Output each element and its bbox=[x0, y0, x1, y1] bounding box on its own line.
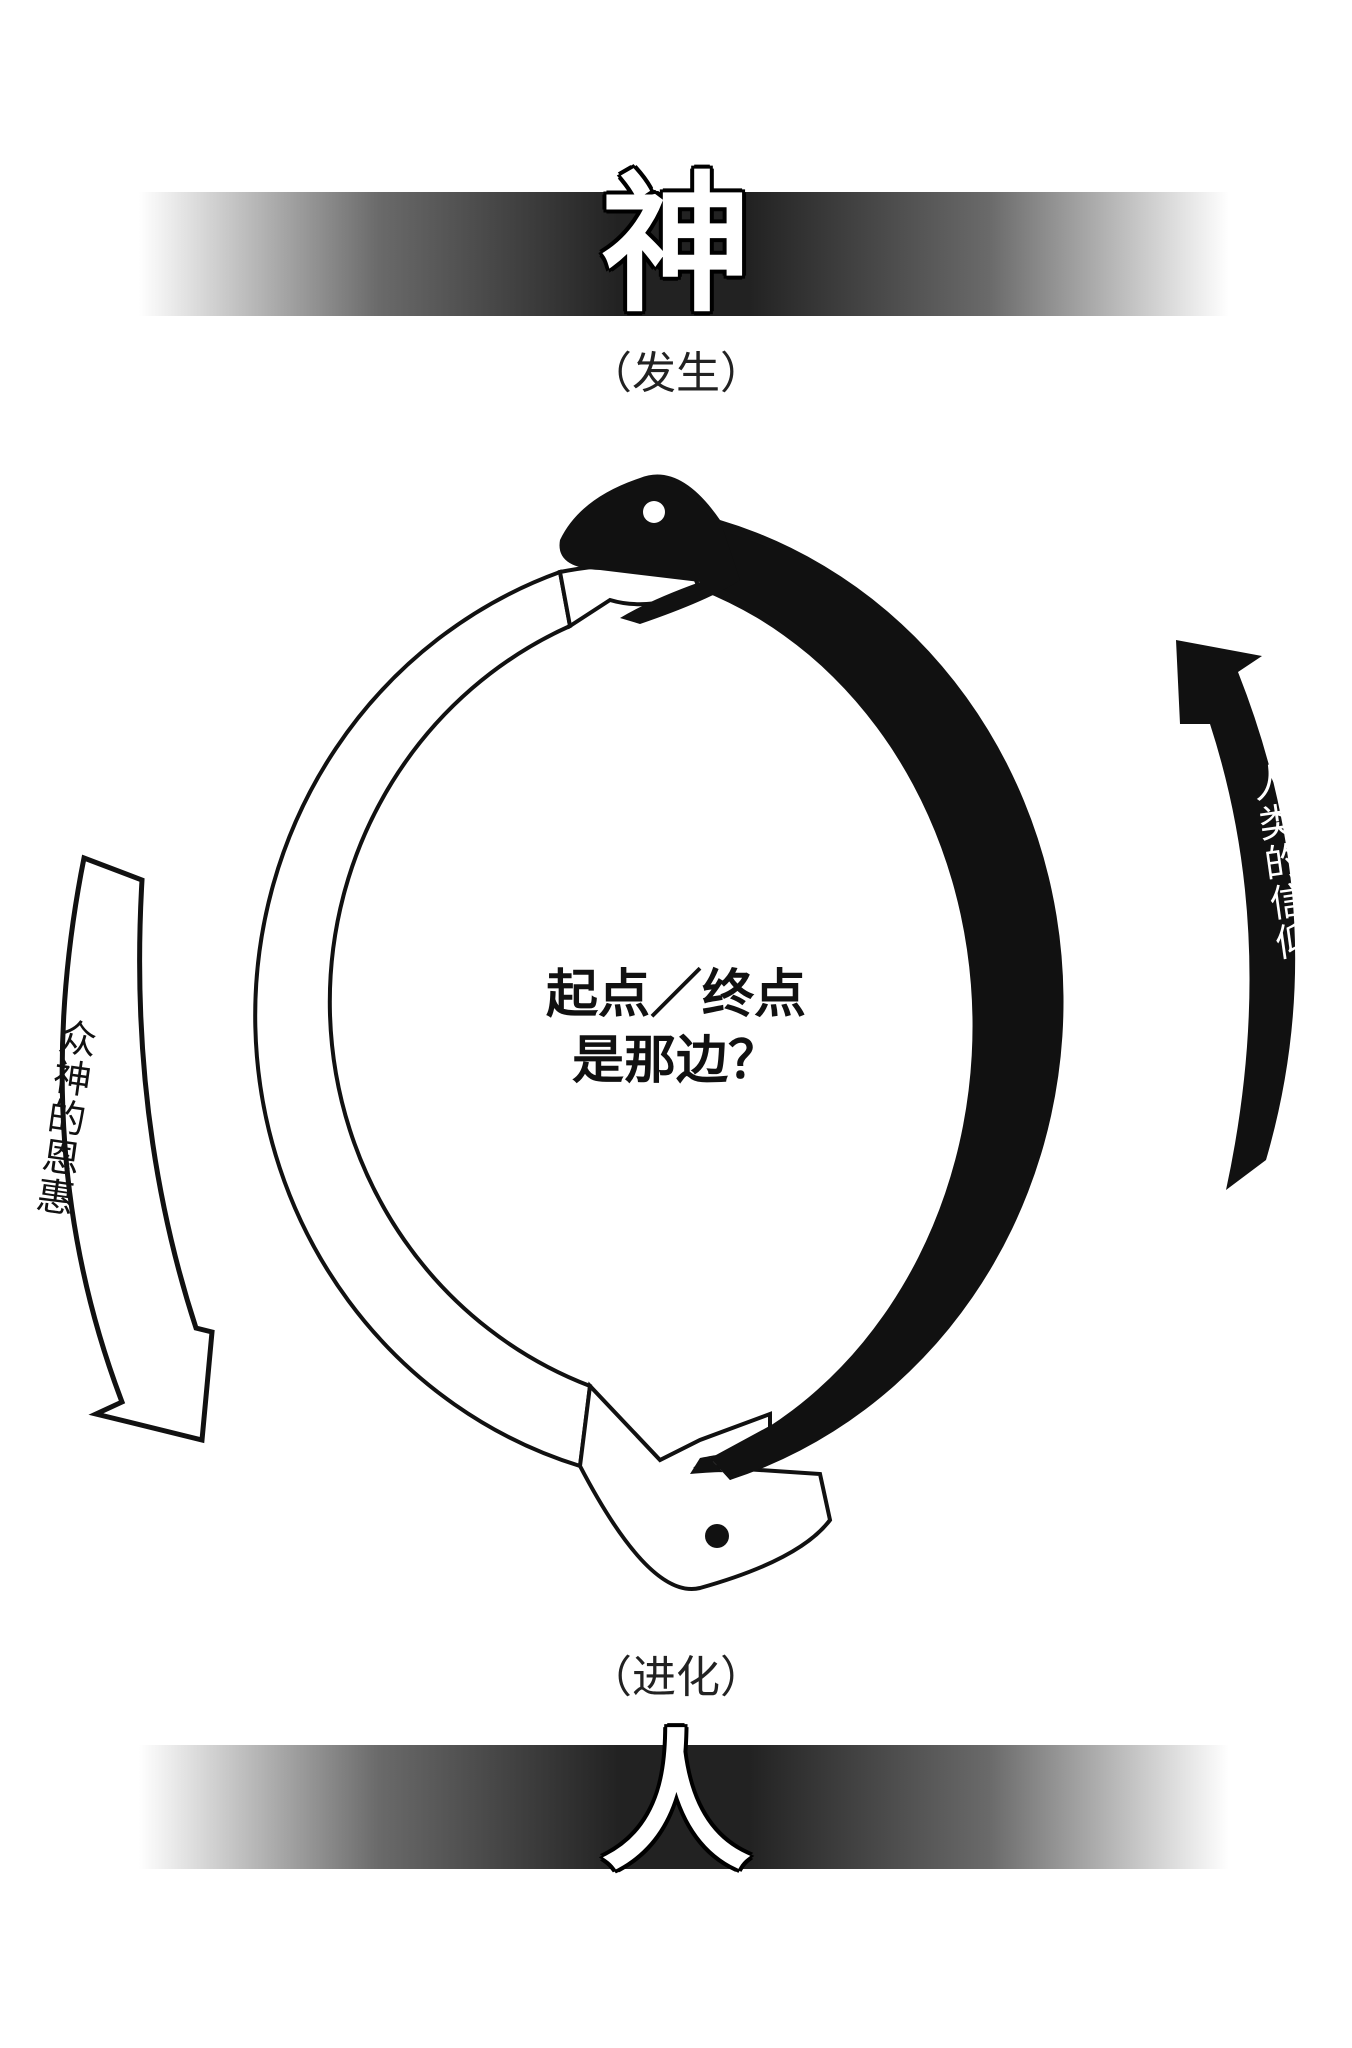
top-title-god: 神 bbox=[600, 157, 751, 333]
white-snake-body bbox=[253, 569, 593, 1469]
top-gradient-band bbox=[139, 192, 1229, 316]
left-arrow-label-char: 众神的恩惠 bbox=[34, 1015, 100, 1222]
right-arrow-label-char: 人类的信仰 bbox=[1250, 759, 1316, 966]
center-question-line2: 是那边？ bbox=[571, 1030, 780, 1091]
top-subtitle: （发生） bbox=[588, 348, 764, 399]
left-arrow bbox=[59, 854, 215, 1444]
center-question-line1: 起点／终点 bbox=[545, 964, 806, 1025]
bottom-subtitle: （进化） bbox=[588, 1652, 764, 1703]
black-snake-body bbox=[700, 520, 1064, 1480]
black-snake-eye bbox=[643, 501, 665, 523]
black-snake-head bbox=[559, 474, 740, 624]
black-snake-tail bbox=[690, 1455, 739, 1480]
right-arrow bbox=[1176, 640, 1296, 1190]
left-arrow-label: 众神的恩惠 bbox=[34, 1015, 100, 1222]
bottom-title-human: 人 bbox=[600, 1715, 751, 1891]
white-snake-head bbox=[577, 1381, 833, 1591]
bottom-gradient-band bbox=[139, 1745, 1229, 1869]
white-snake-eye bbox=[705, 1524, 729, 1548]
right-arrow-label: 人类的信仰 bbox=[1250, 759, 1316, 966]
